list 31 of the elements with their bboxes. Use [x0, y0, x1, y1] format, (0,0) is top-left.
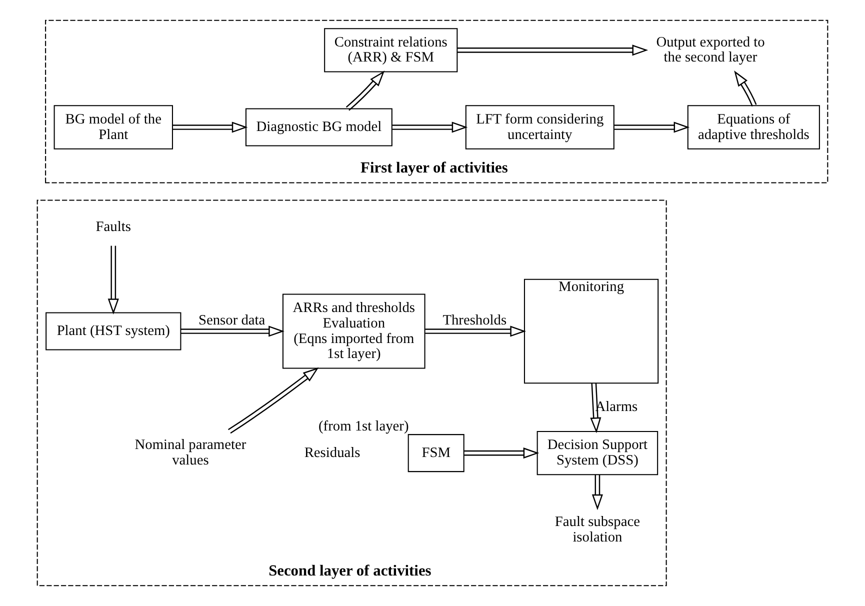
node-box: FSM: [408, 434, 464, 472]
arrow: [592, 474, 603, 510]
arrow: [181, 326, 284, 337]
node-box: BG model of the Plant: [54, 105, 173, 150]
node-text: Faults: [96, 218, 131, 235]
node-text: Nominal parameter values: [134, 437, 246, 469]
node-box: Decision Support System (DSS): [536, 430, 658, 476]
node-text: Fault subspace isolation: [554, 514, 640, 546]
node-box: Constraint relations (ARR) & FSM: [324, 28, 458, 72]
arrow: [228, 367, 319, 434]
arrow: [734, 70, 757, 106]
arrow: [614, 122, 690, 133]
arrow: [425, 326, 526, 337]
node-box: Monitoring: [524, 278, 659, 384]
node-box: Plant (HST system): [46, 312, 182, 350]
edge-label: Thresholds: [442, 312, 507, 328]
node-text: Output exported to the second layer: [656, 34, 765, 66]
arrow: [346, 70, 385, 111]
node-box: ARRs and thresholds Evaluation (Eqns imported from 1st layer): [282, 294, 426, 369]
node-box: Diagnostic BG model: [245, 108, 392, 146]
node-box: LFT form considering uncertainty: [465, 105, 614, 150]
arrow: [464, 448, 540, 459]
arrow: [108, 246, 119, 314]
label: Residuals: [304, 444, 360, 461]
node-label: (from 1st layer): [318, 418, 409, 435]
edge-label: Sensor data: [198, 312, 266, 328]
arrow: [590, 383, 602, 434]
arrow: [172, 122, 248, 133]
node-box: Equations of adaptive thresholds: [687, 105, 820, 150]
arrow: [457, 44, 648, 56]
arrow: [392, 122, 468, 133]
